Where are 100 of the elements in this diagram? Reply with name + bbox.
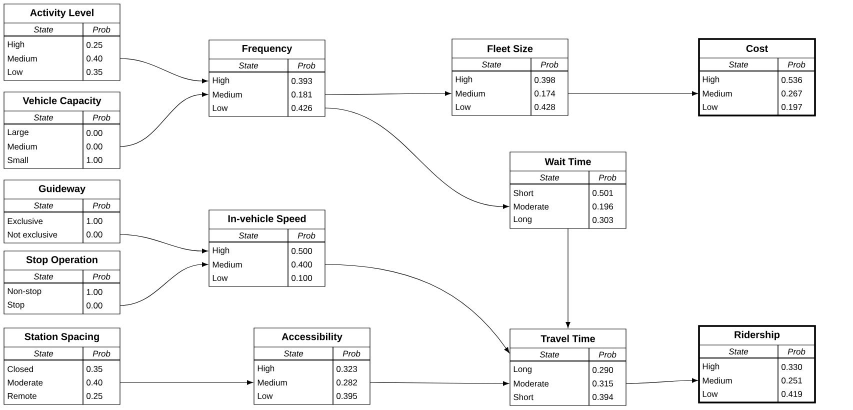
probability-value: 0.100 <box>292 275 312 281</box>
state-label: Medium <box>212 261 242 268</box>
column-header: State <box>34 26 54 32</box>
arrow <box>120 58 208 84</box>
state-label: Remote <box>8 393 36 399</box>
probability-value: 0.394 <box>592 394 614 400</box>
probability-value: 0.426 <box>292 105 312 111</box>
column-header: Prob <box>540 61 558 68</box>
arrow <box>626 378 698 384</box>
column-header: State <box>728 348 748 354</box>
probability-table <box>4 4 120 81</box>
state-label: High <box>258 365 274 373</box>
column-header: State <box>34 114 54 120</box>
node-title: Station Spacing <box>24 332 99 342</box>
state-label: Moderate <box>514 380 549 387</box>
probability-table <box>452 38 568 116</box>
state-label: High <box>8 41 24 49</box>
probability-value: 0.501 <box>592 190 613 196</box>
node-title: In-vehicle Speed <box>228 214 306 224</box>
column-header: State <box>34 350 54 356</box>
arrow <box>324 91 452 96</box>
column-header: Prob <box>92 26 110 33</box>
arrow <box>324 108 510 209</box>
state-label: Low <box>212 275 228 281</box>
column-header: Prob <box>92 350 110 357</box>
probability-value: 1.00 <box>86 289 102 295</box>
column-header: State <box>728 62 748 68</box>
column-header: Prob <box>298 232 316 239</box>
probability-value: 0.25 <box>86 42 102 48</box>
arrow <box>120 380 254 385</box>
column-header: State <box>540 352 560 358</box>
state-label: Large <box>8 129 28 137</box>
column-header: Prob <box>598 174 616 181</box>
column-header: State <box>284 350 304 356</box>
state-label: Medium <box>702 90 732 97</box>
probability-value: 1.00 <box>86 218 102 224</box>
state-label: Low <box>702 391 718 397</box>
node-title: Accessibility <box>282 332 342 342</box>
probability-value: 0.00 <box>86 144 102 150</box>
arrow <box>120 262 208 306</box>
probability-value: 0.330 <box>782 364 802 370</box>
probability-value: 0.174 <box>534 90 556 96</box>
probability-table <box>510 152 626 229</box>
probability-table <box>4 250 120 314</box>
state-label: Non-stop <box>8 288 42 296</box>
probability-table <box>510 328 626 406</box>
node-title: Stop Operation <box>26 256 98 266</box>
node-title: Fleet Size <box>488 44 533 52</box>
probability-value: 0.25 <box>86 393 102 399</box>
column-header: Prob <box>92 202 110 209</box>
state-label: Long <box>514 366 532 374</box>
node-title: Activity Level <box>30 8 94 18</box>
probability-value: 0.197 <box>782 104 802 110</box>
column-header: Prob <box>92 114 110 121</box>
column-header: Prob <box>92 273 110 280</box>
probability-value: 0.00 <box>86 232 102 238</box>
state-label: High <box>702 76 720 84</box>
column-header: Prob <box>788 348 806 355</box>
column-header: Prob <box>298 62 316 69</box>
node-title: Cost <box>746 44 768 52</box>
state-label: High <box>212 77 230 85</box>
probability-table <box>698 325 816 404</box>
state-label: Long <box>514 216 532 224</box>
probability-table <box>4 328 120 405</box>
probability-table <box>4 180 120 244</box>
state-label: Medium <box>212 91 242 98</box>
probability-value: 0.419 <box>782 391 802 397</box>
state-label: Low <box>8 69 23 75</box>
column-header: Prob <box>788 61 806 68</box>
arrow <box>324 264 510 354</box>
state-label: Low <box>212 105 228 111</box>
node-title: Travel Time <box>540 334 595 342</box>
probability-value: 0.303 <box>592 217 614 223</box>
probability-value: 0.35 <box>86 69 102 75</box>
state-label: Closed <box>8 366 34 372</box>
probability-value: 0.400 <box>292 262 312 268</box>
state-label: Medium <box>258 379 287 386</box>
state-label: Small <box>8 156 28 164</box>
node-title: Frequency <box>242 45 292 54</box>
column-header: State <box>540 174 560 180</box>
probability-value: 0.251 <box>782 378 802 384</box>
probability-value: 0.40 <box>86 380 102 386</box>
probability-value: 0.395 <box>336 393 358 399</box>
state-label: Stop <box>8 302 24 310</box>
probability-table <box>4 92 120 169</box>
state-label: Exclusive <box>8 218 43 224</box>
column-header: Prob <box>598 351 616 358</box>
column-header: State <box>34 202 54 208</box>
state-label: Short <box>514 394 534 400</box>
state-label: Not exclusive <box>8 231 58 238</box>
probability-value: 0.267 <box>782 90 802 96</box>
probability-value: 0.181 <box>292 92 312 98</box>
probability-table <box>208 210 326 287</box>
arrow <box>370 381 510 386</box>
state-label: Low <box>456 104 471 110</box>
state-label: Medium <box>702 377 732 384</box>
probability-table <box>208 40 326 117</box>
probability-value: 0.500 <box>292 248 312 254</box>
node-title: Ridership <box>734 330 780 340</box>
probability-value: 0.35 <box>86 366 102 372</box>
